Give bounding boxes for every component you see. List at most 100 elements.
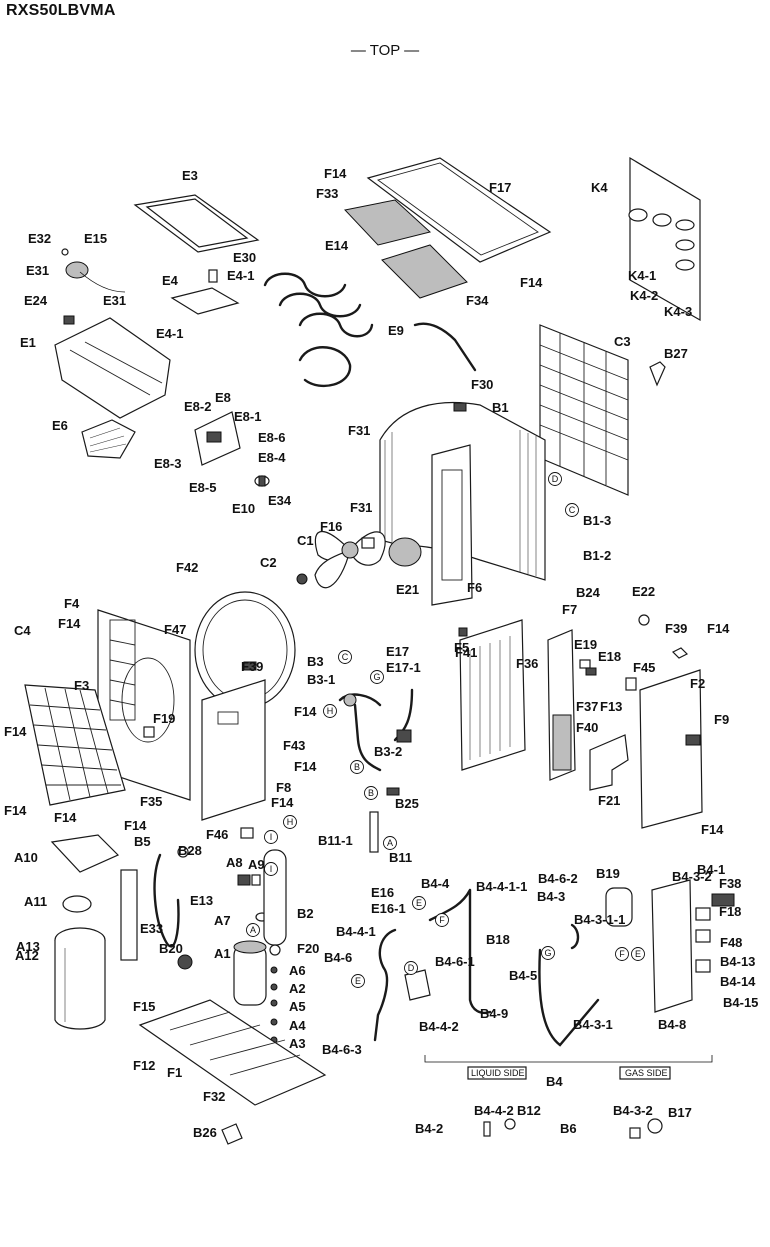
- part-label: F7: [562, 602, 577, 617]
- part-label: B4-14: [720, 974, 756, 989]
- part-label: F34: [466, 293, 489, 308]
- connection-marker-ring: [351, 974, 365, 988]
- part-label: K4-1: [628, 268, 656, 283]
- part-label: B11: [389, 850, 412, 865]
- drawing: [24, 156, 735, 1145]
- part-b4-3-loop: [570, 923, 580, 950]
- part-label: F13: [600, 699, 622, 714]
- connection-marker-ring: [383, 836, 397, 850]
- connection-marker-ring: [283, 815, 297, 829]
- connection-marker: B: [364, 786, 378, 800]
- part-k4-3c: [675, 259, 695, 271]
- part-b4-13: [695, 907, 711, 921]
- part-a4: [270, 1018, 278, 1026]
- part-label: F47: [164, 622, 186, 637]
- part-f33-insulation: [344, 199, 432, 246]
- part-label: E8-3: [154, 456, 181, 471]
- part-a6: [270, 966, 278, 974]
- part-label: F21: [598, 793, 620, 808]
- part-label: K4-3: [664, 304, 692, 319]
- part-label: B19: [596, 866, 620, 881]
- part-b27: [649, 361, 666, 387]
- part-f46: [240, 827, 254, 839]
- part-label: E15: [84, 231, 107, 246]
- part-label: B4-4-1: [336, 924, 376, 939]
- part-label: F14: [294, 759, 317, 774]
- part-b4-15: [695, 959, 711, 973]
- part-e19: [579, 659, 591, 669]
- f5-slats: [469, 636, 511, 760]
- part-label: E10: [232, 501, 255, 516]
- part-b20: [177, 954, 193, 970]
- f4-grid: [109, 619, 136, 721]
- part-label: F4: [64, 596, 80, 611]
- part-label: F14: [701, 822, 724, 837]
- part-label: F15: [133, 999, 155, 1014]
- part-f19: [143, 726, 155, 738]
- part-label: F1: [167, 1065, 182, 1080]
- connection-marker: D: [548, 472, 562, 486]
- part-label: E30: [233, 250, 256, 265]
- part-label: F39: [665, 621, 687, 636]
- part-label: F6: [467, 580, 482, 595]
- connection-marker: I: [264, 830, 278, 844]
- part-e32-screw: [61, 248, 69, 256]
- part-label: B4-9: [480, 1006, 508, 1021]
- part-label: E24: [24, 293, 48, 308]
- part-b4-4-pipe: [428, 888, 492, 1014]
- c4-grid: [29, 687, 121, 801]
- part-label: F9: [714, 712, 729, 727]
- gas-side-box: [619, 1066, 671, 1080]
- part-label: B4-1: [697, 862, 725, 877]
- part-label: F14: [294, 704, 317, 719]
- connection-marker-letter: G: [544, 948, 551, 958]
- part-label: E34: [268, 493, 292, 508]
- connection-marker-ring: [338, 650, 352, 664]
- part-a1-top: [233, 940, 267, 954]
- part-e4-bracket: [170, 287, 240, 315]
- part-label: B27: [664, 346, 688, 361]
- part-label: F35: [140, 794, 162, 809]
- part-label: F31: [348, 423, 370, 438]
- part-label: B12: [517, 1103, 541, 1118]
- part-k4-box: [629, 156, 701, 322]
- part-b4-1-board: [651, 879, 693, 1013]
- b1-fins: [384, 430, 537, 576]
- connection-marker-letter: I: [270, 832, 273, 842]
- part-label: F32: [203, 1089, 225, 1104]
- part-label: E4: [162, 273, 179, 288]
- connection-marker: E: [412, 896, 426, 910]
- part-label: F40: [576, 720, 598, 735]
- part-label: B26: [193, 1125, 217, 1140]
- part-a1-compressor: [233, 944, 267, 1006]
- part-f34-insulation: [381, 244, 468, 299]
- part-label: E16: [371, 885, 394, 900]
- part-label: B4-2: [415, 1121, 443, 1136]
- part-a10-cover: [50, 834, 120, 873]
- f1-slots: [169, 1011, 301, 1076]
- part-label: A10: [14, 850, 38, 865]
- part-label: B5: [134, 834, 151, 849]
- part-label: B4-3: [537, 889, 565, 904]
- part-label: E13: [190, 893, 213, 908]
- part-c1-fan: [314, 531, 386, 589]
- connection-marker-letter: A: [250, 925, 256, 935]
- connection-marker: B: [350, 760, 364, 774]
- part-label: B1-2: [583, 548, 611, 563]
- connection-marker-ring: [404, 961, 418, 975]
- part-label: B4-3-2: [613, 1103, 653, 1118]
- part-label: E8-6: [258, 430, 285, 445]
- part-label: B24: [576, 585, 601, 600]
- part-e21-motor: [388, 537, 422, 567]
- part-label: B4-4: [421, 876, 450, 891]
- part-label: E33: [140, 921, 163, 936]
- part-label: E14: [325, 238, 349, 253]
- connection-marker: C: [338, 650, 352, 664]
- part-label: B11-1: [318, 833, 353, 848]
- part-f2-side-panel: [639, 669, 703, 829]
- part-label: E6: [52, 418, 68, 433]
- part-label: C3: [614, 334, 631, 349]
- connection-marker-ring: [548, 472, 562, 486]
- part-label: F14: [4, 724, 27, 739]
- part-label: B3: [307, 654, 324, 669]
